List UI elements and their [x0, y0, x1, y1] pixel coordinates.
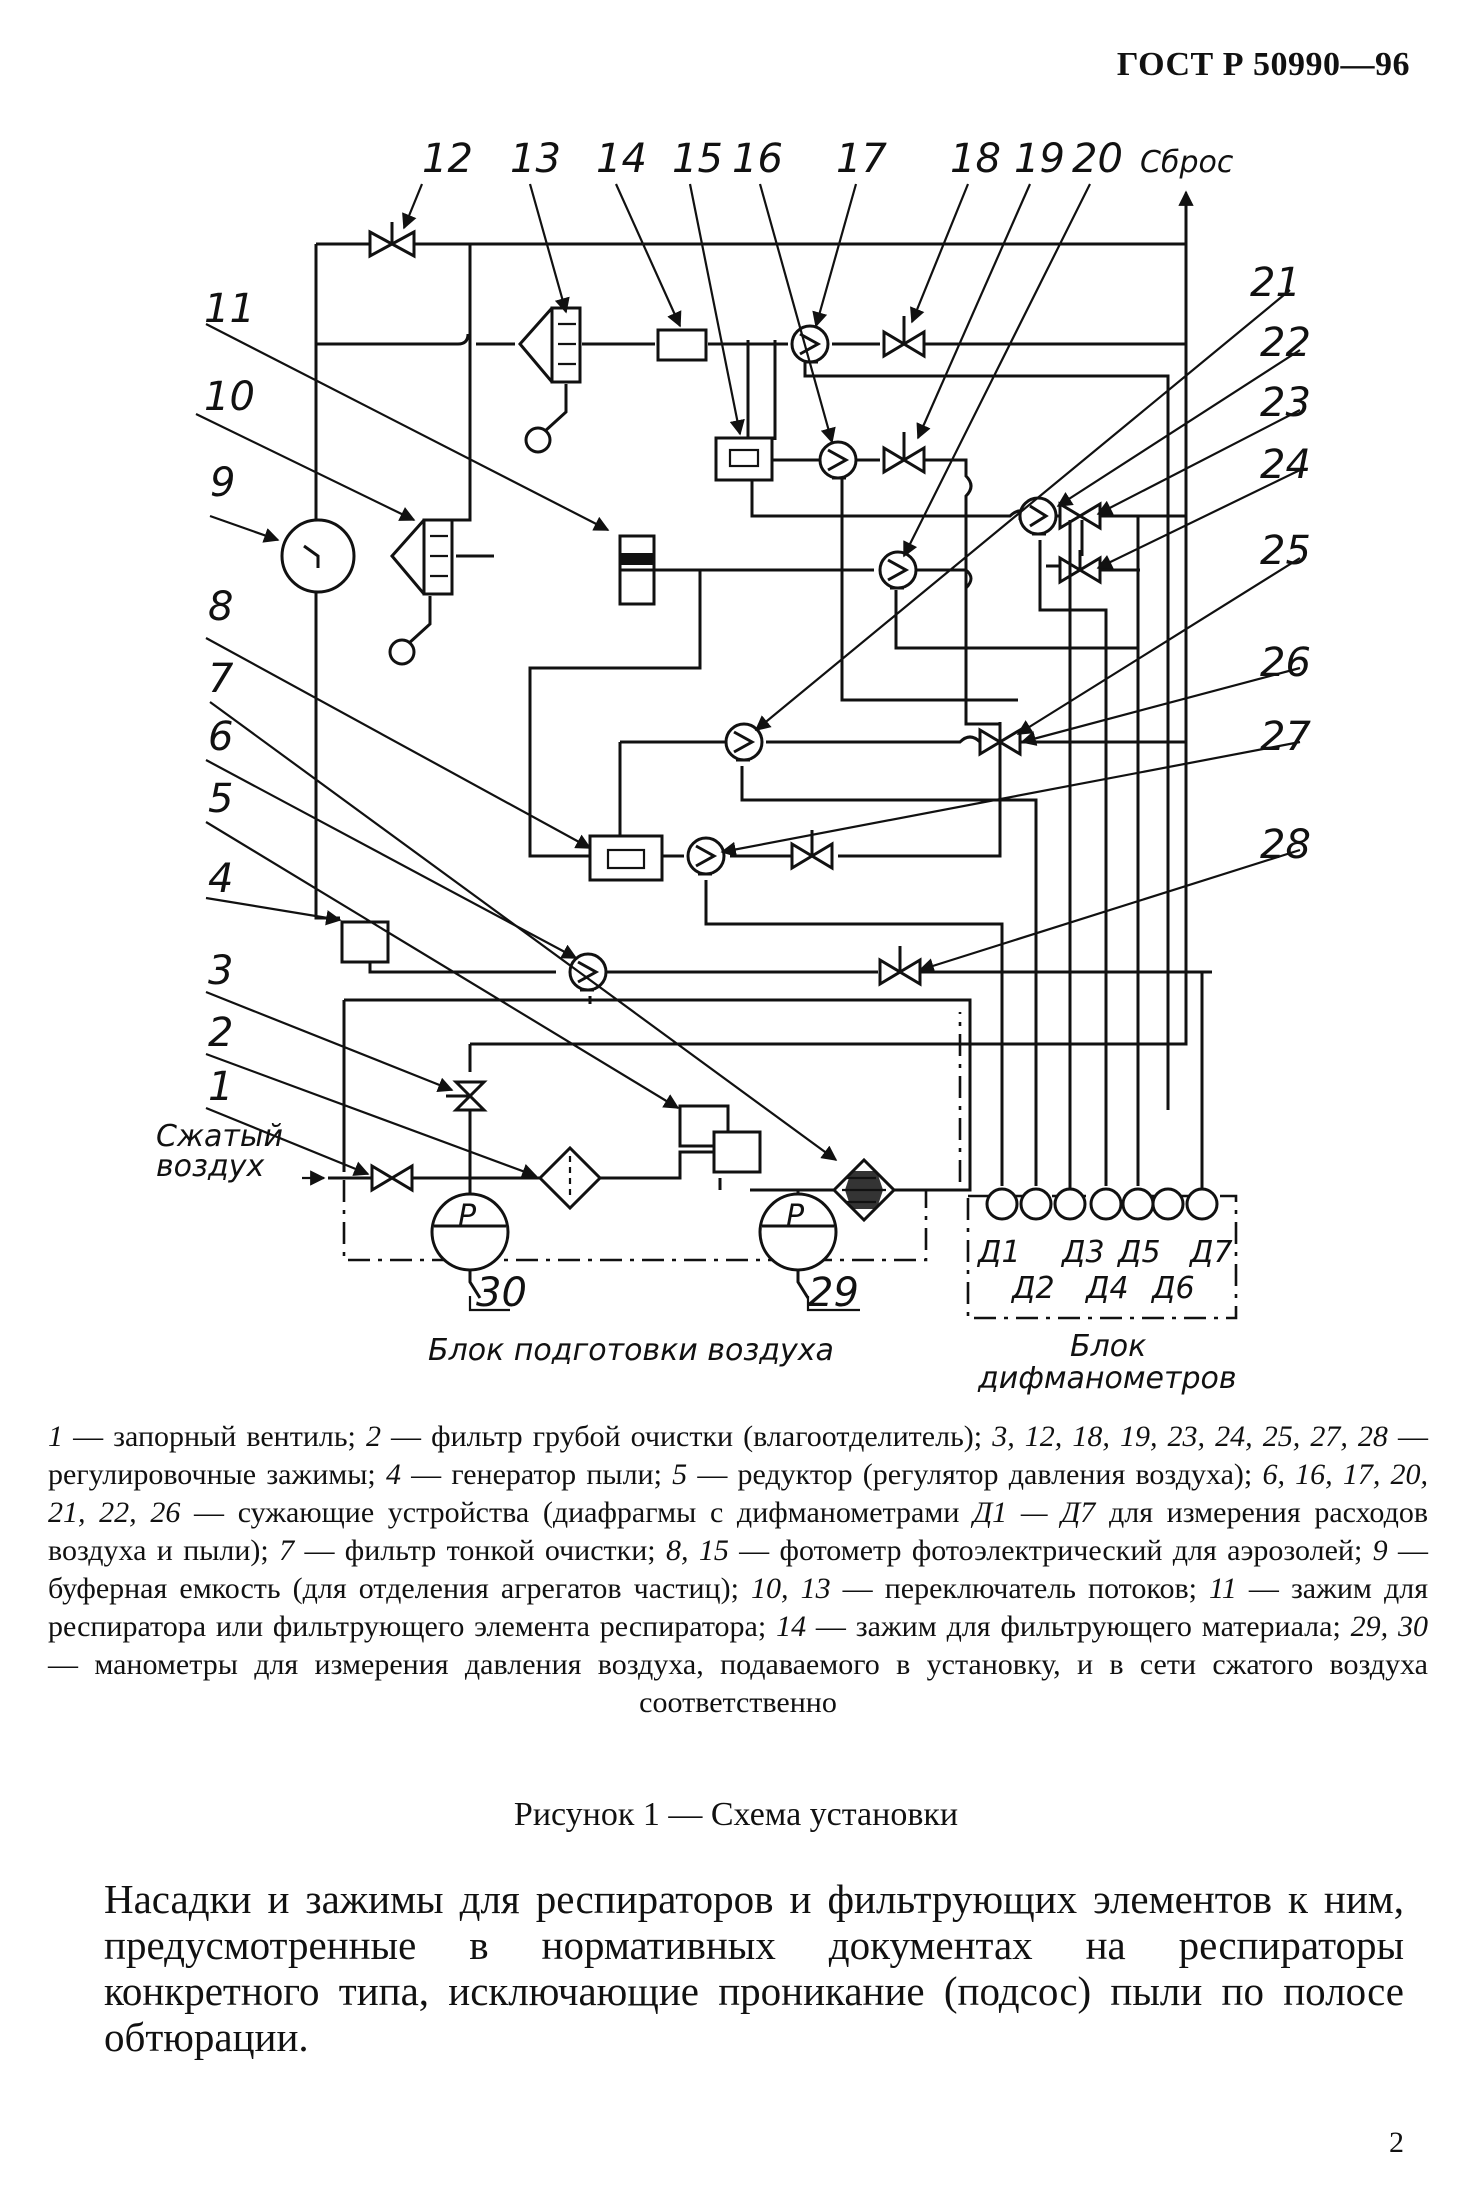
label-d5: Д5: [1116, 1235, 1161, 1270]
num-29: 29: [808, 1270, 859, 1316]
num-27: 27: [1260, 714, 1311, 760]
gauge-29-letter: P: [786, 1199, 805, 1234]
legend-item: 9 — буферная емкость (для отделения агре…: [48, 1534, 1429, 1605]
num-3: 3: [208, 948, 233, 994]
valve-12: [368, 222, 416, 259]
legend-item: 2 — фильтр грубой очистки (влагоотделите…: [365, 1420, 993, 1453]
valve-18: [882, 316, 926, 359]
num-4: 4: [208, 856, 233, 902]
legend-item: 29, 30 — манометры для измерения давлени…: [48, 1610, 1429, 1719]
num-22: 22: [1260, 320, 1311, 366]
num-13: 13: [510, 136, 561, 182]
valve-23: [1058, 501, 1102, 531]
num-8: 8: [208, 584, 233, 630]
body-paragraph: Насадки и зажимы для респираторов и филь…: [104, 1876, 1404, 2060]
legend-item: 4 — генератор пыли;: [385, 1458, 673, 1491]
num-23: 23: [1260, 380, 1311, 426]
label-air-prep-block: Блок подготовки воздуха: [428, 1333, 834, 1368]
orifice-21: [724, 722, 764, 762]
label-diff-block-1: Блок: [1070, 1329, 1146, 1364]
orifice-17: [790, 324, 830, 364]
orifice-6: [568, 952, 608, 992]
label-d1: Д1: [976, 1235, 1021, 1270]
page-number: 2: [1389, 2126, 1404, 2159]
components: [280, 222, 1219, 1299]
gauge-30-letter: P: [458, 1199, 477, 1234]
installation-diagram: 12 13 14 15 16 17 18 19 20 Сброс 21 22 2…: [156, 136, 1311, 1396]
num-15: 15: [672, 136, 723, 182]
legend-item: Д1 — Д7 для измерения расходов воздуха и…: [48, 1496, 1428, 1567]
valve-1: [370, 1163, 414, 1193]
label-compressed-2: воздух: [156, 1149, 264, 1184]
legend-item: 5 — редуктор (регулятор давления воздуха…: [672, 1458, 1263, 1491]
legend-item: 3, 12, 18, 19, 23, 24, 25, 27, 28 — регу…: [48, 1420, 1429, 1491]
diff-manometers: [985, 520, 1219, 1221]
label-d4: Д4: [1084, 1271, 1129, 1306]
num-17: 17: [836, 136, 887, 182]
num-16: 16: [732, 136, 783, 182]
label-d3: Д3: [1060, 1235, 1105, 1270]
num-5: 5: [208, 776, 233, 822]
num-7: 7: [208, 656, 234, 702]
num-20: 20: [1072, 136, 1123, 182]
valve-25: [978, 722, 1022, 757]
diagram-numbers: 12 13 14 15 16 17 18 19 20 Сброс 21 22 2…: [156, 136, 1311, 1396]
label-compressed-1: Сжатый: [156, 1119, 283, 1154]
orifice-26: [686, 836, 726, 876]
label-d2: Д2: [1010, 1271, 1055, 1306]
num-12: 12: [422, 136, 473, 182]
legend-item: 11 — зажим для респиратора или фильтрующ…: [48, 1572, 1428, 1643]
legend-item: 14 — зажим для фильтрующего материала;: [776, 1610, 1351, 1643]
pipe-lines: [314, 190, 1212, 1212]
num-2: 2: [208, 1010, 233, 1056]
num-18: 18: [950, 136, 1001, 182]
num-6: 6: [208, 714, 233, 760]
legend-item: 8, 15 — фотометр фотоэлектрический для а…: [665, 1534, 1373, 1567]
figure-caption: Рисунок 1 — Схема установки: [513, 1796, 959, 1833]
num-10: 10: [204, 374, 255, 420]
num-28: 28: [1260, 822, 1311, 868]
legend-item: 1 — запорный вентиль;: [48, 1420, 366, 1453]
label-exhaust: Сброс: [1140, 145, 1234, 180]
legend-item: 7 — фильтр тонкой очистки;: [279, 1534, 666, 1567]
num-14: 14: [596, 136, 647, 182]
orifice-16: [818, 440, 858, 480]
air-prep-block-outline: [342, 1012, 962, 1262]
label-diff-block-2: дифманометров: [977, 1361, 1237, 1396]
legend-item: 6, 16, 17, 20, 21, 22, 26 — сужающие уст…: [48, 1458, 1429, 1529]
valve-28: [878, 946, 922, 987]
num-24: 24: [1260, 442, 1311, 488]
label-d7: Д7: [1188, 1235, 1233, 1270]
num-25: 25: [1260, 528, 1311, 574]
orifice-20: [878, 550, 918, 590]
legend-item: 10, 13 — переключатель потоков;: [751, 1572, 1210, 1605]
valve-19: [882, 432, 926, 475]
label-d6: Д6: [1150, 1271, 1195, 1306]
num-26: 26: [1260, 640, 1311, 686]
valve-24: [1058, 550, 1102, 585]
figure-legend: 1 — запорный вентиль; 2 — фильтр грубой …: [48, 1418, 1428, 1722]
page-header: ГОСТ Р 50990—96: [1116, 46, 1410, 83]
num-9: 9: [210, 460, 235, 506]
valve-3: [446, 1080, 488, 1112]
orifice-22: [1018, 496, 1058, 536]
num-11: 11: [204, 286, 255, 332]
num-21: 21: [1250, 260, 1301, 306]
num-19: 19: [1014, 136, 1065, 182]
leader-lines: [195, 183, 1301, 1312]
num-1: 1: [208, 1064, 233, 1110]
num-30: 30: [476, 1270, 527, 1316]
